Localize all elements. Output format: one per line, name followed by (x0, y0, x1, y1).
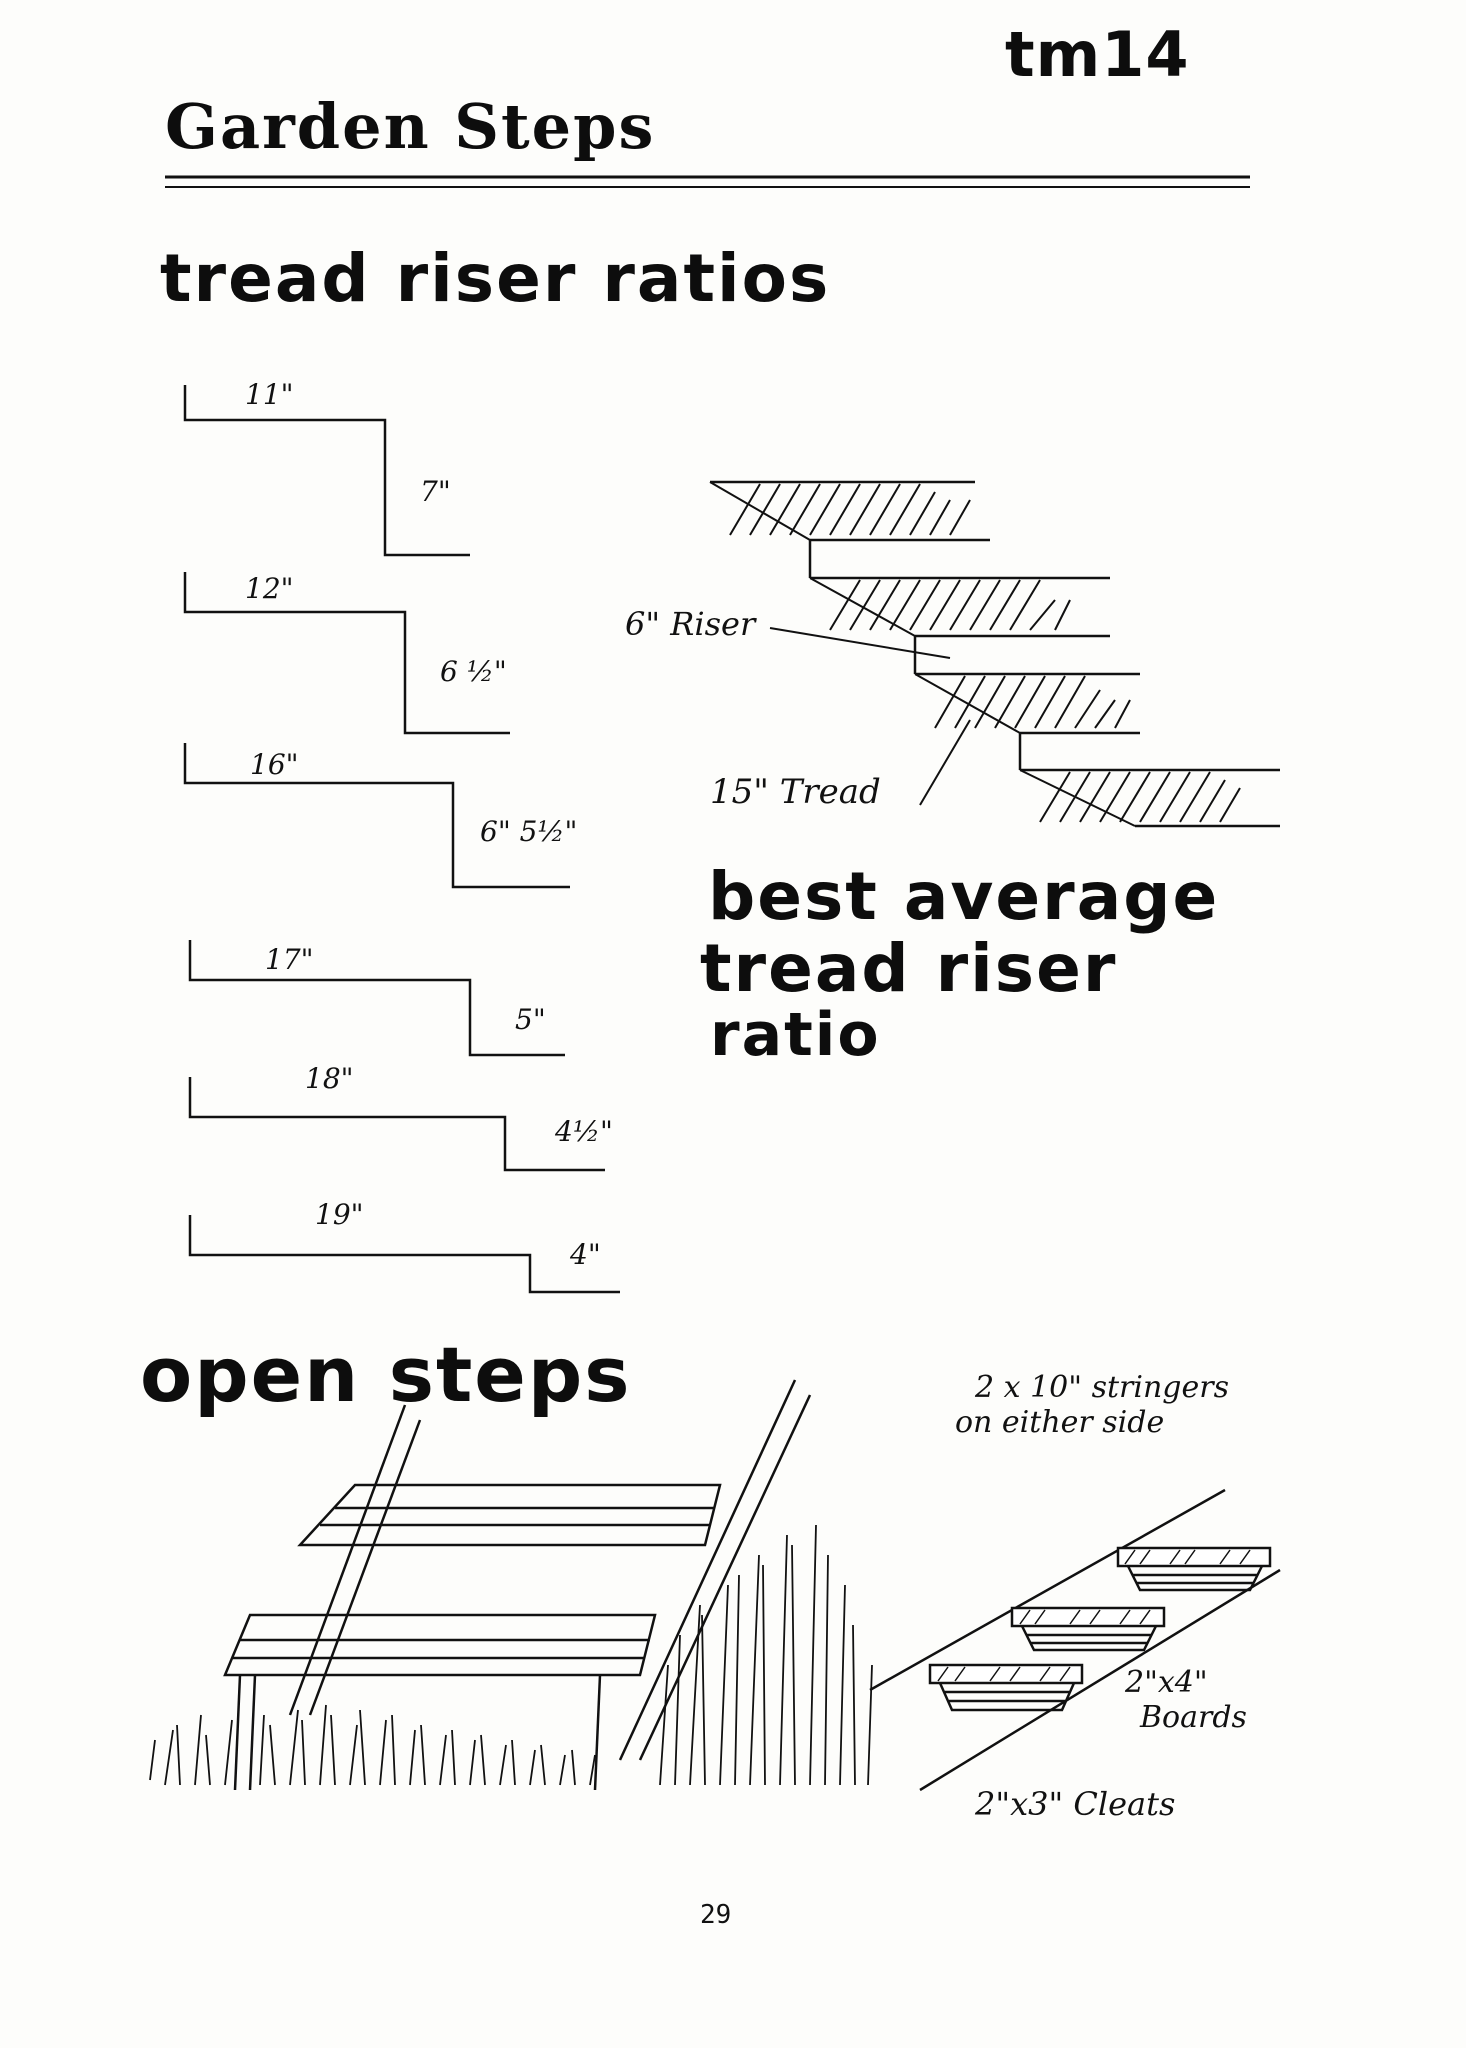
tread-15in-label: 15" Tread (710, 772, 881, 812)
tread-label-5: 18" (305, 1062, 354, 1095)
tread-label-6: 19" (315, 1198, 364, 1231)
riser-leader (769, 627, 951, 659)
board-group-1 (1116, 1546, 1272, 1592)
riser-label-6: 4" (570, 1238, 601, 1271)
step-profile-5 (188, 1077, 605, 1172)
riser-label-2: 6 ½" (440, 655, 507, 688)
tread-leader (919, 719, 971, 806)
tread-label-2: 12" (245, 572, 294, 605)
step-profile-4 (188, 940, 565, 1057)
boards-label-line2: Boards (1140, 1700, 1247, 1735)
riser-label-4: 5" (515, 1003, 546, 1036)
tread-label-4: 17" (265, 943, 314, 976)
step-profile-2 (183, 572, 510, 735)
stringers-label-line2: on either side (955, 1405, 1165, 1440)
boards-label-line1: 2"x4" (1125, 1665, 1208, 1700)
board-group-2 (1010, 1606, 1166, 1652)
best-ratio-heading-line1: best average (708, 858, 1220, 935)
riser-6in-label: 6" Riser (625, 605, 756, 643)
riser-label-3: 6" 5½" (480, 815, 578, 848)
document-code: tm14 (1005, 18, 1190, 91)
board-group-3 (928, 1663, 1084, 1712)
tread-label-1: 11" (245, 378, 294, 411)
step-profile-6 (188, 1215, 620, 1294)
riser-label-1: 7" (420, 475, 451, 508)
tread-label-3: 16" (250, 748, 299, 781)
ratio-profiles (183, 385, 620, 1294)
best-ratio-heading-line2: tread riser (700, 930, 1118, 1007)
cleats-label: 2"x3" Cleats (975, 1785, 1176, 1823)
riser-label-5: 4½" (555, 1115, 613, 1148)
page-title: Garden Steps (165, 90, 656, 163)
step-profile-3 (183, 743, 570, 889)
open-steps-drawing (149, 1379, 873, 1791)
step-profile-1 (183, 385, 470, 557)
section-heading-ratios: tread riser ratios (160, 240, 831, 317)
best-ratio-stair-diagram (709, 480, 1280, 828)
best-ratio-heading-line3: ratio (710, 1000, 881, 1070)
cleat-detail-diagram (869, 1488, 1281, 1792)
stringers-label-line1: 2 x 10" stringers (975, 1370, 1229, 1405)
page-number: 29 (700, 1900, 732, 1930)
section-heading-open-steps: open steps (140, 1330, 632, 1419)
